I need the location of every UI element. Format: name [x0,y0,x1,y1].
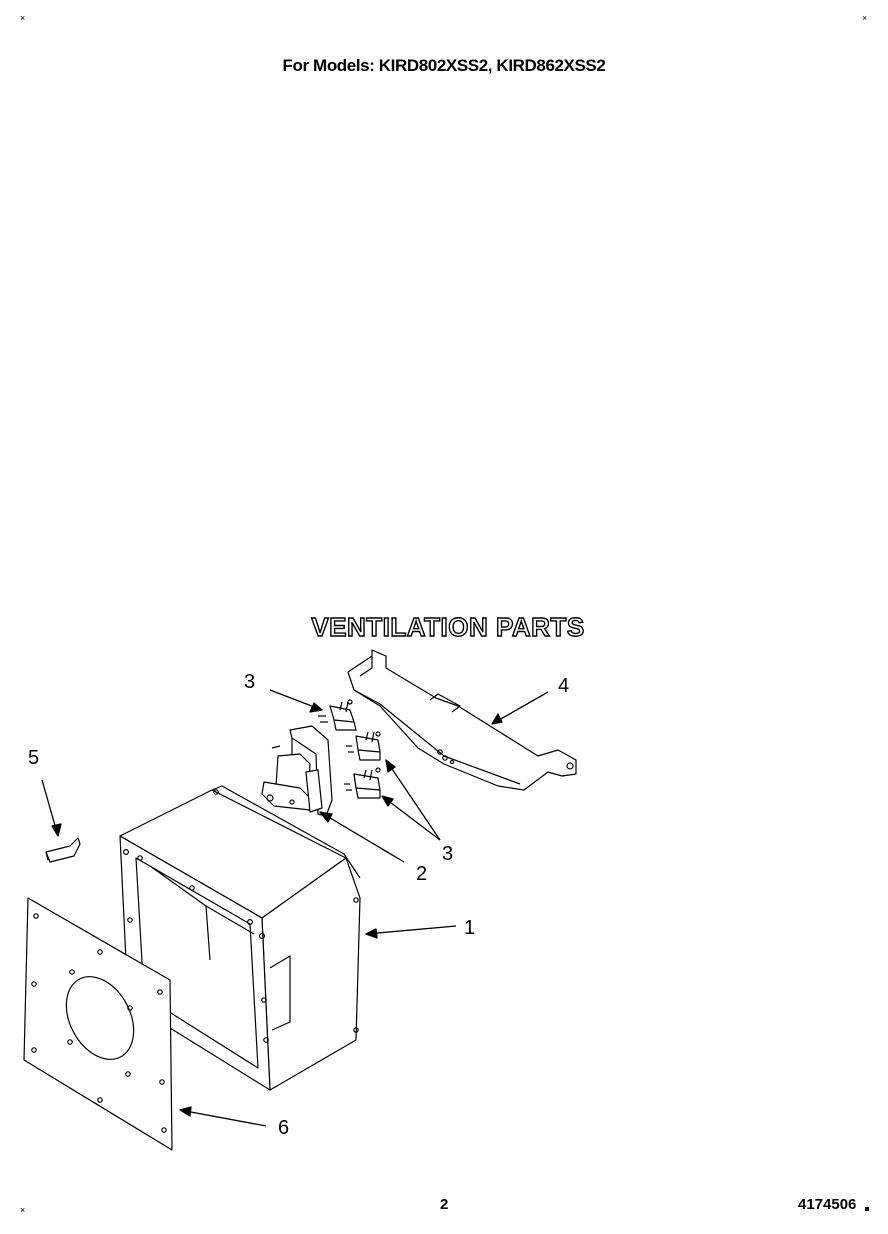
leader-lines [41,689,549,1127]
switch-part-3-top [318,699,357,731]
gasket-part-6 [23,897,173,1151]
callout-6: 6 [278,1117,289,1139]
damper-motor-part-2 [261,725,333,817]
callout-2: 2 [416,863,427,885]
switch-part-3-middle [346,731,381,761]
callout-4: 4 [558,675,569,697]
section-title: VENTILATION PARTS [311,611,585,642]
bracket-part-4 [347,649,577,791]
switch-part-3-bottom [344,767,381,799]
document-number-mark [865,1207,869,1211]
callout-labels: 1 2 3 3 4 5 6 [28,671,569,1139]
corner-mark-bottom-left: × [20,1205,26,1215]
housing-part-1 [119,785,361,1091]
callout-3-top: 3 [244,671,255,693]
corner-mark-top-right: × [862,13,868,23]
page-number: 2 [440,1196,449,1213]
clip-part-5 [45,837,81,863]
document-number: 4174506 [798,1196,857,1213]
callout-5: 5 [28,747,39,769]
models-header: For Models: KIRD802XSS2, KIRD862XSS2 [282,56,606,75]
corner-mark-top-left: × [20,13,26,23]
callout-3-bottom: 3 [442,843,453,865]
callout-1: 1 [464,917,475,939]
